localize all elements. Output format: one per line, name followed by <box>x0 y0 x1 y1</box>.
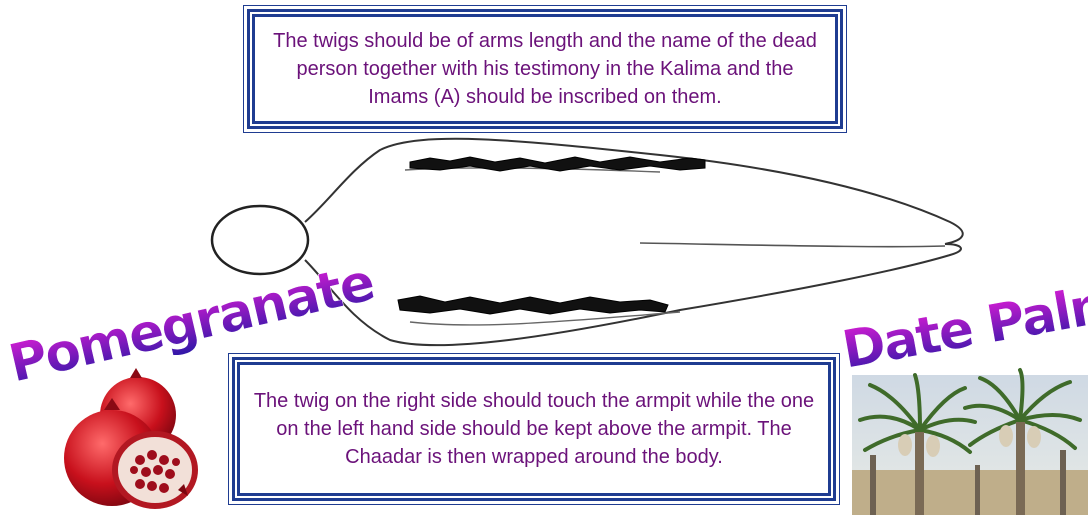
bottom-note-text: The twig on the right side should touch … <box>253 387 815 471</box>
head-outline <box>212 206 308 274</box>
top-note-text: The twigs should be of arms length and t… <box>268 27 822 111</box>
twig-lower <box>398 296 668 314</box>
top-note-box: The twigs should be of arms length and t… <box>247 9 843 129</box>
date-palm-image <box>852 370 1088 515</box>
body-outline-lower <box>305 244 961 345</box>
bottom-note-box: The twig on the right side should touch … <box>232 357 836 501</box>
body-outline-upper <box>305 139 963 244</box>
pomegranate-image <box>64 368 195 506</box>
legs-line <box>640 243 945 247</box>
